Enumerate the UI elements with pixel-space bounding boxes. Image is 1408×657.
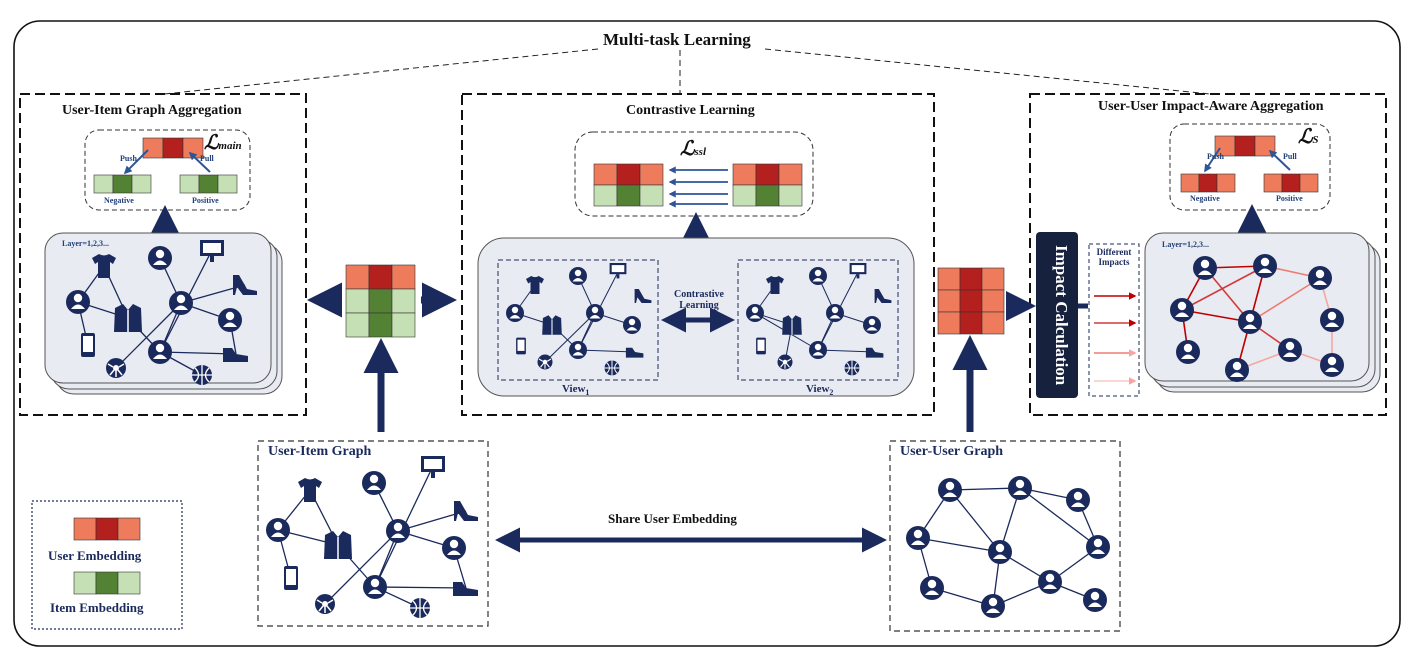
panel-title-user-item-graph: User-Item Graph [268, 444, 372, 459]
panel-user-item-graph [257, 440, 489, 627]
view2-label: View2 [806, 383, 834, 398]
panel-title-user-user-aggregation: User-User Impact-Aware Aggregation [1098, 99, 1324, 114]
multi-task-connectors [163, 48, 1211, 95]
push-label-left: Push [120, 154, 137, 163]
push-label-right: Push [1207, 152, 1224, 161]
impact-calculation-label: Impact Calculation [1052, 244, 1071, 386]
different-impacts-box [1088, 243, 1140, 397]
view2-box [737, 259, 899, 381]
diagram-title: Multi-task Learning [603, 30, 751, 49]
user-embedding-negative-right [1180, 173, 1236, 193]
pull-label-left: Pull [200, 154, 214, 163]
layer-label-left: Layer=1,2,3... [62, 239, 109, 248]
user-embedding-positive-right [1263, 173, 1319, 193]
panel-user-user-aggregation [1029, 93, 1387, 416]
positive-label-left: Positive [192, 196, 219, 205]
positive-label-right: Positive [1276, 194, 1303, 203]
contrast-right-embedding [732, 163, 803, 207]
legend-item-swatch [73, 571, 141, 595]
panel-title-user-item-aggregation: User-Item Graph Aggregation [62, 103, 242, 118]
shared-embedding-stack [345, 264, 416, 338]
view1-box [497, 259, 659, 381]
legend-user-embedding-label: User Embedding [48, 548, 142, 563]
item-embedding-negative-left [93, 174, 152, 194]
view1-label: View1 [562, 383, 590, 398]
item-embedding-positive-left [179, 174, 238, 194]
user-embedding-top-right [1214, 135, 1276, 157]
contrast-left-embedding [593, 163, 664, 207]
user-embedding-stack [937, 267, 1005, 335]
outer-frame [13, 20, 1401, 647]
share-user-embedding-label: Share User Embedding [608, 511, 737, 526]
negative-label-left: Negative [104, 196, 134, 205]
legend-box [31, 500, 183, 630]
panel-user-user-graph [889, 440, 1121, 632]
impact-calculation-block [1036, 232, 1078, 398]
layer-label-right: Layer=1,2,3... [1162, 240, 1209, 249]
panel-user-item-aggregation [19, 93, 307, 416]
s-loss-label: ℒS [1298, 124, 1319, 148]
legend-item-embedding-label: Item Embedding [50, 600, 144, 615]
ssl-loss-box [574, 131, 814, 217]
main-loss-box [84, 129, 251, 211]
panel-title-user-user-graph: User-User Graph [900, 444, 1004, 459]
panel-title-contrastive-learning: Contrastive Learning [626, 103, 755, 118]
main-loss-label: ℒmain [204, 130, 242, 154]
user-embedding-top-left [142, 137, 204, 159]
pull-label-right: Pull [1283, 152, 1297, 161]
legend-user-swatch [73, 517, 141, 541]
panel-contrastive-learning [461, 93, 935, 416]
ssl-loss-label: ℒssl [680, 136, 707, 160]
negative-label-right: Negative [1190, 194, 1220, 203]
